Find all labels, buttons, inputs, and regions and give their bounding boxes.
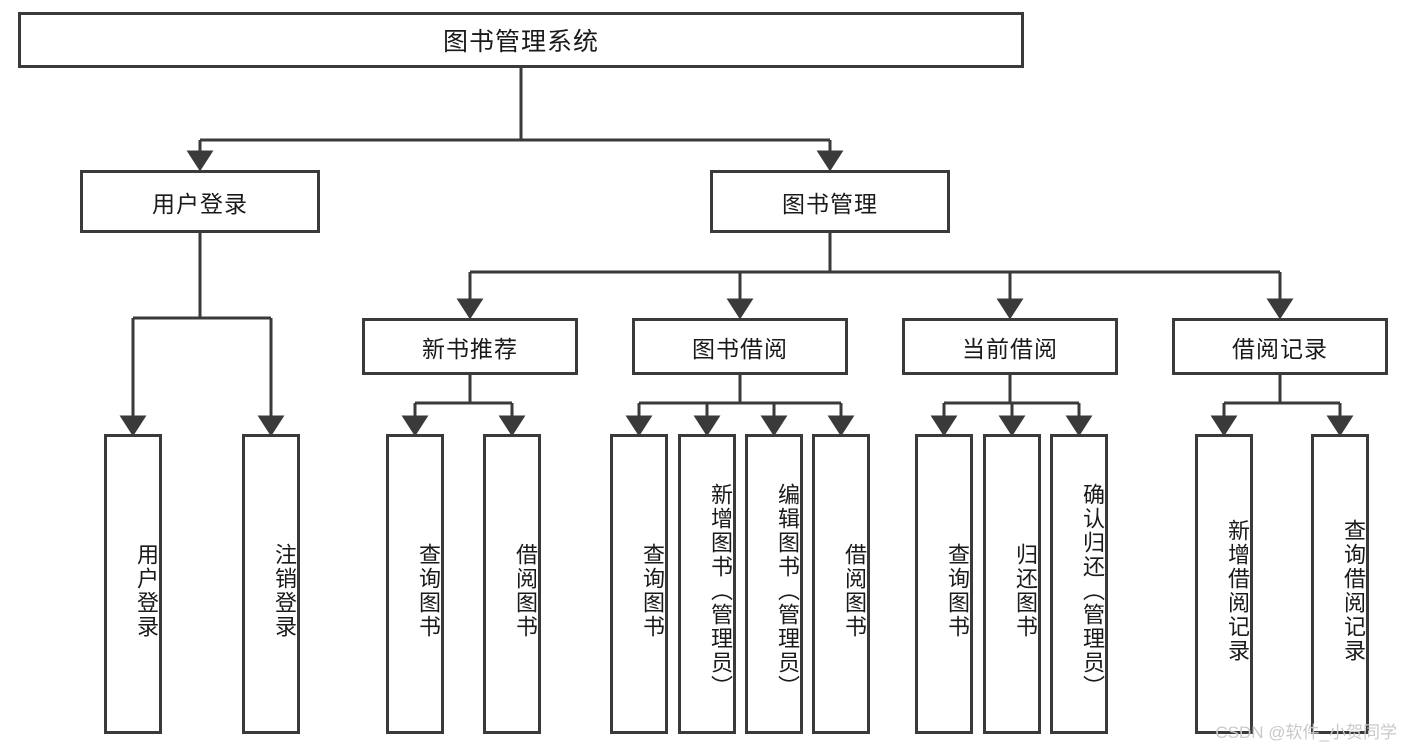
- leaf-current-borrow-confirm-return-admin[interactable]: 确认归还（管理员）: [1050, 434, 1108, 734]
- node-label: 注销登录: [272, 543, 297, 639]
- leaf-book-borrow-add-book-admin[interactable]: 新增图书（管理员）: [678, 434, 736, 734]
- node-root-book-management-system[interactable]: 图书管理系统: [18, 12, 1024, 68]
- node-label: 查询图书: [945, 543, 970, 639]
- node-label: 新书推荐: [422, 335, 518, 362]
- node-label: 编辑图书（管理员）: [775, 483, 800, 699]
- node-label: 图书借阅: [692, 335, 788, 362]
- node-label: 借阅图书: [513, 543, 538, 639]
- leaf-current-borrow-query-book[interactable]: 查询图书: [915, 434, 973, 734]
- node-label: 新增借阅记录: [1225, 519, 1250, 663]
- node-label: 借阅记录: [1232, 335, 1328, 362]
- node-borrow-record[interactable]: 借阅记录: [1172, 318, 1388, 375]
- leaf-book-borrow-query-book[interactable]: 查询图书: [610, 434, 668, 734]
- node-book-borrow[interactable]: 图书借阅: [632, 318, 848, 375]
- node-label: 新增图书（管理员）: [708, 483, 733, 699]
- leaf-borrow-record-add-record[interactable]: 新增借阅记录: [1195, 434, 1253, 734]
- node-label: 确认归还（管理员）: [1080, 483, 1105, 699]
- leaf-borrow-record-query-record[interactable]: 查询借阅记录: [1311, 434, 1369, 734]
- leaf-user-login-logout[interactable]: 注销登录: [242, 434, 300, 734]
- node-label: 用户登录: [152, 190, 248, 217]
- watermark-text: CSDN @软件_小贺同学: [1215, 723, 1397, 742]
- node-current-borrow[interactable]: 当前借阅: [902, 318, 1118, 375]
- leaf-book-borrow-edit-book-admin[interactable]: 编辑图书（管理员）: [745, 434, 803, 734]
- leaf-new-book-borrow-book[interactable]: 借阅图书: [483, 434, 541, 734]
- node-label: 图书管理: [782, 190, 878, 217]
- node-label: 查询借阅记录: [1341, 519, 1366, 663]
- node-label: 查询图书: [416, 543, 441, 639]
- node-label: 当前借阅: [962, 335, 1058, 362]
- node-label: 用户登录: [134, 543, 159, 639]
- leaf-current-borrow-return-book[interactable]: 归还图书: [983, 434, 1041, 734]
- node-label: 图书管理系统: [442, 28, 599, 56]
- leaf-new-book-query-book[interactable]: 查询图书: [386, 434, 444, 734]
- node-book-management[interactable]: 图书管理: [710, 170, 950, 233]
- leaf-book-borrow-borrow-book[interactable]: 借阅图书: [812, 434, 870, 734]
- node-user-login[interactable]: 用户登录: [80, 170, 320, 233]
- node-label: 归还图书: [1013, 543, 1038, 639]
- node-label: 借阅图书: [842, 543, 867, 639]
- node-new-book-recommend[interactable]: 新书推荐: [362, 318, 578, 375]
- node-label: 查询图书: [640, 543, 665, 639]
- leaf-user-login-login[interactable]: 用户登录: [104, 434, 162, 734]
